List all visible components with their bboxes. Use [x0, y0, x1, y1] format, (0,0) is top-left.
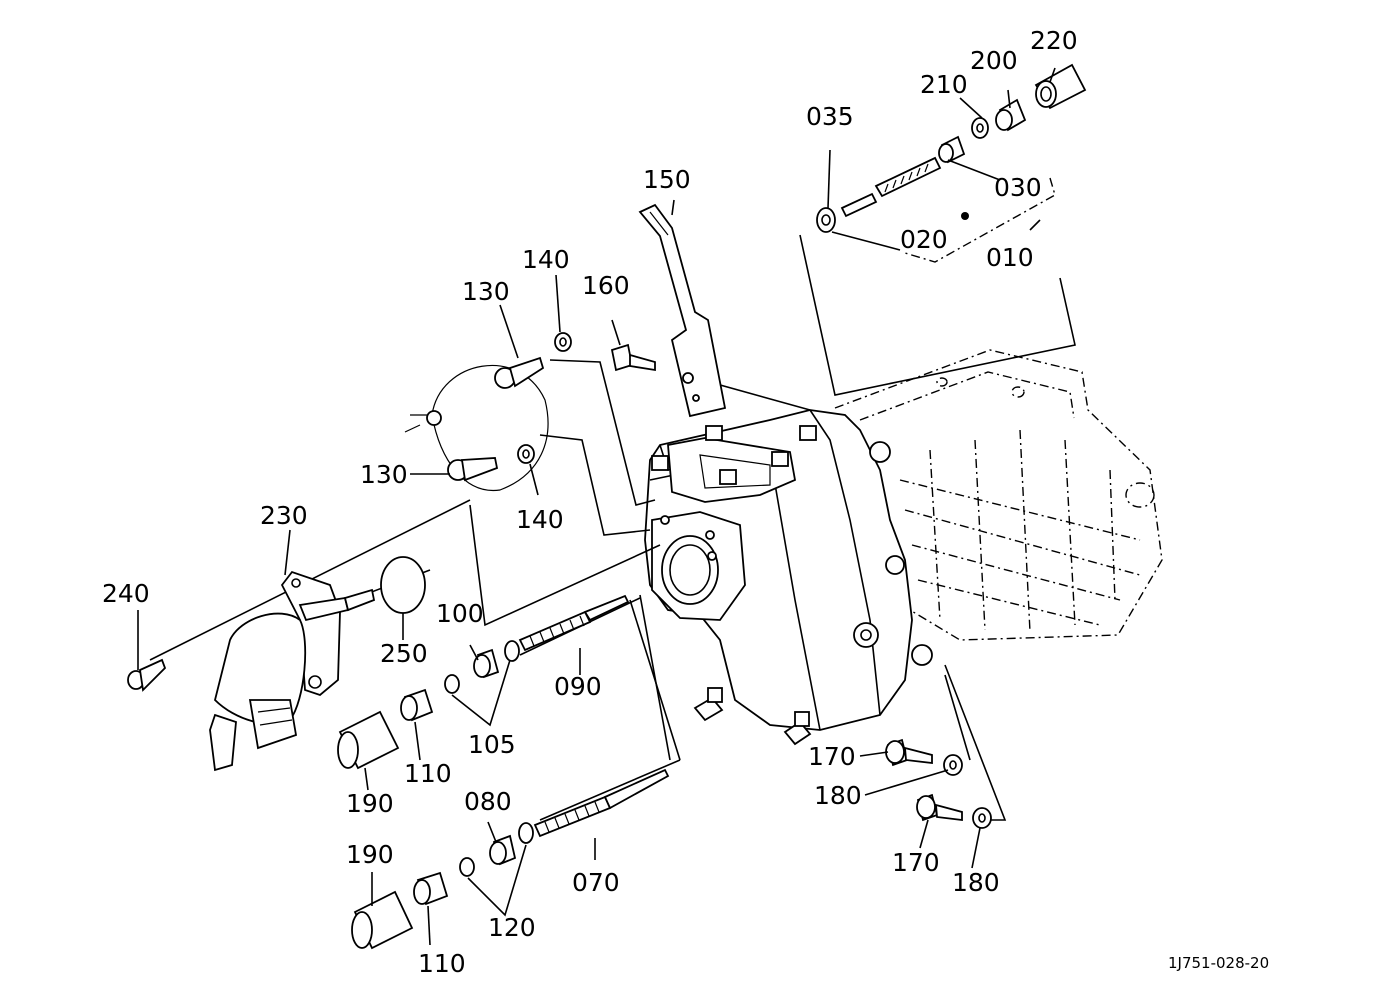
leader-lines — [149, 234, 1076, 821]
bolt-240-icon — [127, 610, 167, 692]
callout-120: 120 — [488, 913, 536, 942]
bushing-110a-icon — [400, 688, 434, 722]
rod-assembly-lower — [351, 768, 670, 950]
callout-170-upper: 170 — [808, 742, 856, 771]
callout-100: 100 — [436, 599, 484, 628]
washer-120a-icon — [518, 822, 534, 844]
callout-080: 080 — [464, 787, 512, 816]
callout-150: 150 — [643, 165, 691, 194]
rod-090-icon — [518, 594, 630, 652]
callout-030: 030 — [994, 173, 1042, 202]
callout-180-lower: 180 — [952, 868, 1000, 897]
washer-210-icon — [971, 117, 989, 139]
callout-110-upper: 110 — [404, 759, 452, 788]
nut-140b-icon — [517, 444, 535, 464]
nut-140a-icon — [554, 332, 572, 352]
callout-020: 020 — [900, 225, 948, 254]
callout-010: 010 — [986, 243, 1034, 272]
bolt-130b-icon — [447, 457, 499, 482]
adjuster-group — [816, 63, 1087, 263]
rod-assembly-upper — [337, 594, 630, 791]
callout-130-top: 130 — [462, 277, 510, 306]
bolt-170a-icon — [885, 738, 933, 767]
solenoid-230-icon — [209, 529, 376, 772]
nut-200-icon — [995, 98, 1027, 132]
callout-170-lower: 170 — [892, 848, 940, 877]
bolt-160-icon — [610, 319, 656, 372]
fasteners-130-140 — [404, 274, 572, 496]
callout-070: 070 — [572, 868, 620, 897]
callout-210: 210 — [920, 70, 968, 99]
callout-190-upper: 190 — [346, 789, 394, 818]
washer-180a-icon — [943, 754, 963, 776]
fasteners-170-180 — [859, 738, 992, 869]
nut-030-icon — [938, 135, 966, 164]
bolt-170b-icon — [916, 793, 963, 822]
callout-230: 230 — [260, 501, 308, 530]
top-bolt-icon — [651, 425, 817, 485]
callout-220: 220 — [1030, 26, 1078, 55]
callout-240: 240 — [102, 579, 150, 608]
bushing-110b-icon — [413, 871, 449, 906]
cap-220-icon — [1034, 63, 1087, 110]
callout-140-top: 140 — [522, 245, 570, 274]
callout-090: 090 — [554, 672, 602, 701]
cap-190b-icon — [351, 890, 414, 950]
nut-100-icon — [473, 648, 500, 679]
o-ring-250-icon — [380, 556, 426, 640]
callout-140-bottom: 140 — [516, 505, 564, 534]
gear-case-housing — [644, 349, 1163, 746]
callout-190-lower: 190 — [346, 840, 394, 869]
dot-marker-icon — [961, 212, 969, 220]
washer-105a-icon — [504, 640, 520, 662]
callout-labels: 220 210 200 035 030 020 010 150 160 140 … — [102, 26, 1078, 978]
rod-070-icon — [533, 768, 670, 838]
washer-120b-icon — [459, 857, 475, 877]
callout-250: 250 — [380, 639, 428, 668]
cap-190a-icon — [337, 710, 400, 770]
callout-035: 035 — [806, 102, 854, 131]
plate-150-icon — [638, 199, 727, 418]
drawing-reference-code: 1J751-028-20 — [1168, 954, 1269, 972]
callout-180-upper: 180 — [814, 781, 862, 810]
washer-105b-icon — [444, 674, 460, 694]
callout-130-bottom: 130 — [360, 460, 408, 489]
adjusting-bolt-020-icon — [840, 156, 942, 218]
callout-200: 200 — [970, 46, 1018, 75]
washer-035-icon — [816, 207, 836, 233]
bolt-130a-icon — [494, 356, 545, 389]
callout-110-lower: 110 — [418, 949, 466, 978]
callout-160: 160 — [582, 271, 630, 300]
nut-080-icon — [489, 834, 517, 866]
washer-180b-icon — [972, 807, 992, 829]
callout-105: 105 — [468, 730, 516, 759]
